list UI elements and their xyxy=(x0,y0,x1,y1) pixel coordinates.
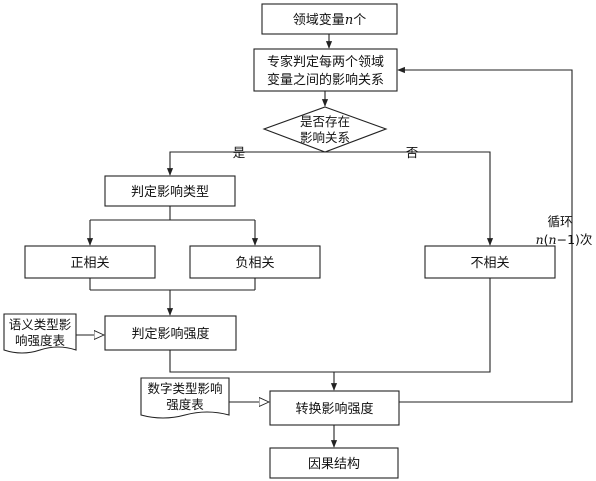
node-positive xyxy=(24,245,156,279)
node-start-label: 领域变量n个 xyxy=(293,12,366,28)
edge-strength-to-merge xyxy=(169,350,334,373)
label-no: 否 xyxy=(406,145,419,160)
doc-numeric-table xyxy=(140,377,230,419)
node-decision-line1: 是否存在 xyxy=(300,114,350,129)
node-start xyxy=(261,3,398,35)
doc-semantic-table xyxy=(3,313,77,354)
doc-semantic-line1: 语义类型影 xyxy=(9,317,72,332)
node-negative-label: 负相关 xyxy=(235,256,274,271)
node-none-label: 不相关 xyxy=(470,256,509,271)
edge-no-branch xyxy=(325,151,494,246)
doc-numeric-line2: 强度表 xyxy=(166,397,204,412)
node-judge-strength-label: 判定影响强度 xyxy=(131,326,209,342)
doc-numeric-line1: 数字类型影响 xyxy=(147,381,222,396)
node-convert-label: 转换影响强度 xyxy=(295,401,373,417)
node-result-label: 因果结构 xyxy=(308,457,360,472)
edge-yes-branch xyxy=(166,151,325,176)
label-loop-line1: 循环 xyxy=(547,214,572,229)
node-expert-line1: 专家判定每两个领域 xyxy=(267,54,384,70)
node-expert xyxy=(253,48,398,92)
label-loop-line2: n(n−1)次 xyxy=(536,232,593,247)
node-positive-label: 正相关 xyxy=(70,256,109,271)
node-decision-line2: 影响关系 xyxy=(300,130,350,145)
node-judge-type-label: 判定影响类型 xyxy=(131,184,209,200)
edge-none-to-merge xyxy=(334,278,491,373)
node-judge-type xyxy=(104,175,236,207)
node-none xyxy=(424,245,556,279)
node-result xyxy=(269,447,399,479)
node-judge-strength xyxy=(104,315,237,351)
label-yes: 是 xyxy=(233,145,246,160)
edge-loop-back xyxy=(397,66,573,403)
node-negative xyxy=(189,245,321,279)
doc-semantic-line2: 响强度表 xyxy=(15,333,66,348)
node-expert-line2: 变量之间的影响关系 xyxy=(267,72,384,88)
